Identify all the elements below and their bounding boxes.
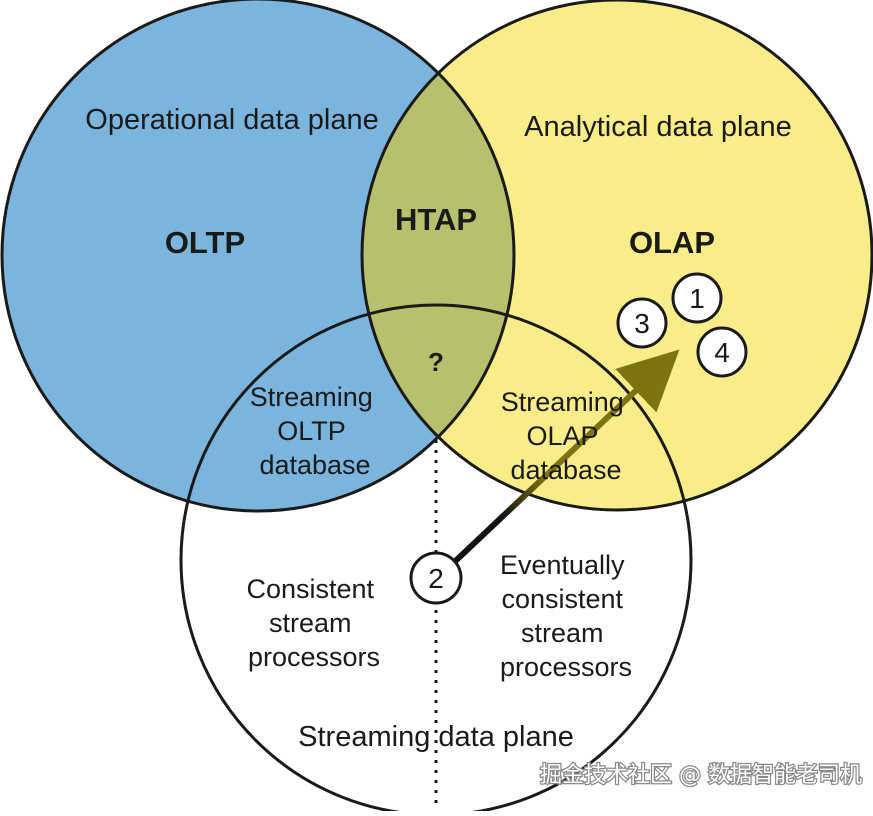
marker-3: 3 [616, 297, 668, 349]
eventual-line-2: consistent [501, 584, 623, 614]
streaming-oltp-overlap [181, 305, 514, 511]
flow-arrow [445, 349, 680, 571]
oltp-label: OLTP [165, 225, 245, 260]
operational-plane-label: Operational data plane [85, 104, 378, 136]
consistent-processors-label: Consistent stream processors [246, 574, 381, 672]
streaming-olap-line-1: Streaming [501, 387, 624, 417]
operational-plane-outline [0, 0, 516, 513]
consistent-line-3: processors [248, 642, 380, 672]
streaming-plane-label: Streaming data plane [298, 721, 574, 753]
olap-label: OLAP [629, 225, 715, 260]
marker-3-circle [616, 297, 668, 349]
analytical-plane-outline [360, 0, 873, 512]
streaming-oltp-line-1: Streaming [250, 382, 373, 412]
marker-4-circle [696, 326, 748, 378]
consistent-line-1: Consistent [246, 574, 374, 604]
streaming-olap-overlap [362, 305, 691, 510]
marker-3-label: 3 [634, 308, 650, 339]
marker-2-label: 2 [428, 563, 444, 594]
unknown-overlap-label: ? [428, 347, 444, 377]
watermark-text: 掘金技术社区 @ 数据智能老司机 [540, 763, 862, 788]
marker-4-label: 4 [714, 337, 730, 368]
streaming-overlaps [181, 305, 691, 511]
eventual-line-1: Eventually [500, 550, 625, 580]
streaming-oltp-line-2: OLTP [277, 416, 345, 446]
streaming-olap-line-2: OLAP [526, 421, 598, 451]
marker-1-circle [671, 272, 723, 324]
marker-2: 2 [409, 551, 463, 605]
streaming-olap-line-3: database [510, 455, 621, 485]
streaming-oltp-label: Streaming OLTP database [250, 382, 381, 480]
marker-1-label: 1 [689, 283, 705, 314]
marker-1: 1 [671, 272, 723, 324]
analytical-plane-label: Analytical data plane [524, 111, 792, 143]
htap-label: HTAP [395, 202, 477, 237]
eventual-line-4: processors [500, 652, 632, 682]
eventual-line-3: stream [521, 618, 604, 648]
marker-4: 4 [696, 326, 748, 378]
streaming-olap-label: Streaming OLAP database [501, 387, 632, 485]
eventual-processors-label: Eventually consistent stream processors [500, 550, 632, 682]
consistent-line-2: stream [269, 608, 352, 638]
streaming-oltp-line-3: database [259, 450, 370, 480]
marker-2-circle [409, 551, 463, 605]
